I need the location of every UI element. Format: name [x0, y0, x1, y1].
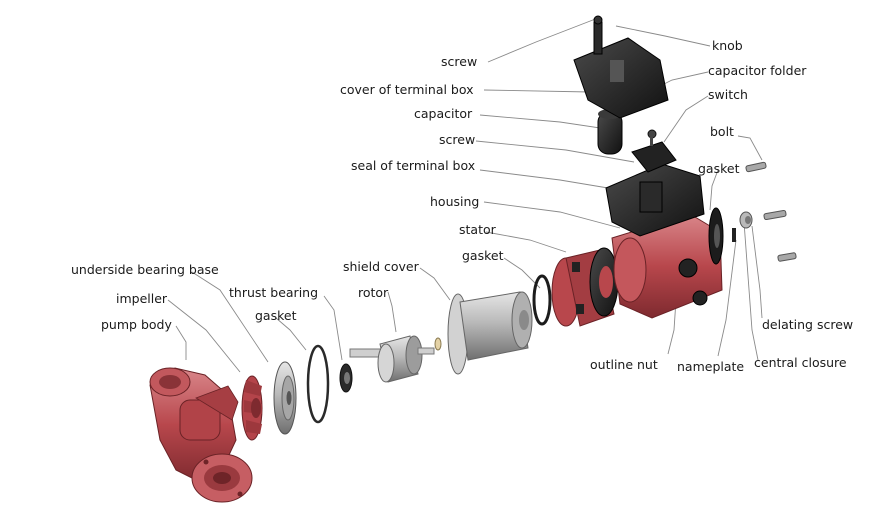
leader-cover-terminal-box: [483, 89, 591, 93]
label-thrust-bearing: thrust bearing: [229, 285, 319, 300]
leader-screw-top: [487, 17, 599, 63]
label-central-closure: central closure: [754, 355, 847, 370]
leader-bolt: [737, 135, 763, 161]
label-outline-nut: outline nut: [590, 357, 658, 372]
leader-impeller: [167, 299, 241, 373]
label-housing: housing: [430, 194, 480, 209]
label-impeller: impeller: [116, 291, 168, 306]
pump-body-part: [149, 367, 253, 503]
leader-nameplate: [717, 239, 737, 357]
leader-thrust-bearing: [323, 295, 343, 361]
label-switch: switch: [708, 87, 748, 102]
leader-screw-mid: [475, 140, 635, 163]
shield-cover-part: [447, 291, 533, 375]
label-gasket-left: gasket: [255, 308, 297, 323]
label-shield-cover: shield cover: [343, 259, 419, 274]
thrust-bearing-part: [339, 363, 353, 393]
leader-underside-bearing: [191, 271, 269, 363]
gasket-right-part: [708, 207, 724, 265]
stator-part: [551, 247, 619, 327]
leader-knob: [615, 25, 711, 47]
leader-switch: [663, 95, 709, 143]
leader-gasket-left: [275, 317, 307, 351]
label-stator: stator: [459, 222, 496, 237]
label-bolt: bolt: [710, 124, 734, 139]
label-screw-mid: screw: [439, 132, 476, 147]
leader-stator: [485, 231, 567, 253]
leader-delating-screw: [751, 225, 763, 319]
leader-housing: [483, 201, 621, 229]
gasket-stator-part: [532, 274, 552, 326]
leader-gasket-stator: [503, 257, 541, 289]
leader-gasket-right: [709, 169, 719, 211]
leader-seal-terminal-box: [479, 169, 621, 191]
leader-outline-nut: [667, 299, 677, 355]
cover-of-terminal-box-part: [573, 15, 669, 119]
label-capacitor: capacitor: [414, 106, 473, 121]
label-pump-body: pump body: [101, 317, 172, 332]
gasket-left-part: [306, 344, 330, 424]
rotor-part: [349, 335, 442, 383]
leader-shield-cover: [419, 267, 451, 301]
label-delating-screw: delating screw: [762, 317, 854, 332]
label-cover-of-terminal-box: cover of terminal box: [340, 82, 474, 97]
label-seal-of-terminal-box: seal of terminal box: [351, 158, 476, 173]
impeller-part: [241, 375, 263, 441]
leader-pump-body: [175, 325, 187, 360]
nameplate-part: [732, 228, 736, 242]
underside-bearing-base-part: [273, 361, 297, 435]
label-capacitor-folder: capacitor folder: [708, 63, 807, 78]
leader-rotor: [387, 291, 397, 333]
bolt-parts: [745, 161, 797, 262]
housing-part: [605, 163, 723, 319]
capacitor-part: [597, 109, 623, 155]
switch-part: [631, 129, 677, 173]
leader-central-closure: [743, 221, 759, 361]
label-gasket-right: gasket: [698, 161, 740, 176]
central-closure-part: [739, 211, 753, 229]
leader-lines: [167, 17, 763, 373]
label-gasket-stator: gasket: [462, 248, 504, 263]
label-rotor: rotor: [358, 285, 389, 300]
label-knob: knob: [712, 38, 743, 53]
leader-capacitor: [479, 114, 601, 129]
label-screw-top: screw: [441, 54, 478, 69]
label-nameplate: nameplate: [677, 359, 745, 374]
label-underside-bearing-base: underside bearing base: [71, 262, 219, 277]
